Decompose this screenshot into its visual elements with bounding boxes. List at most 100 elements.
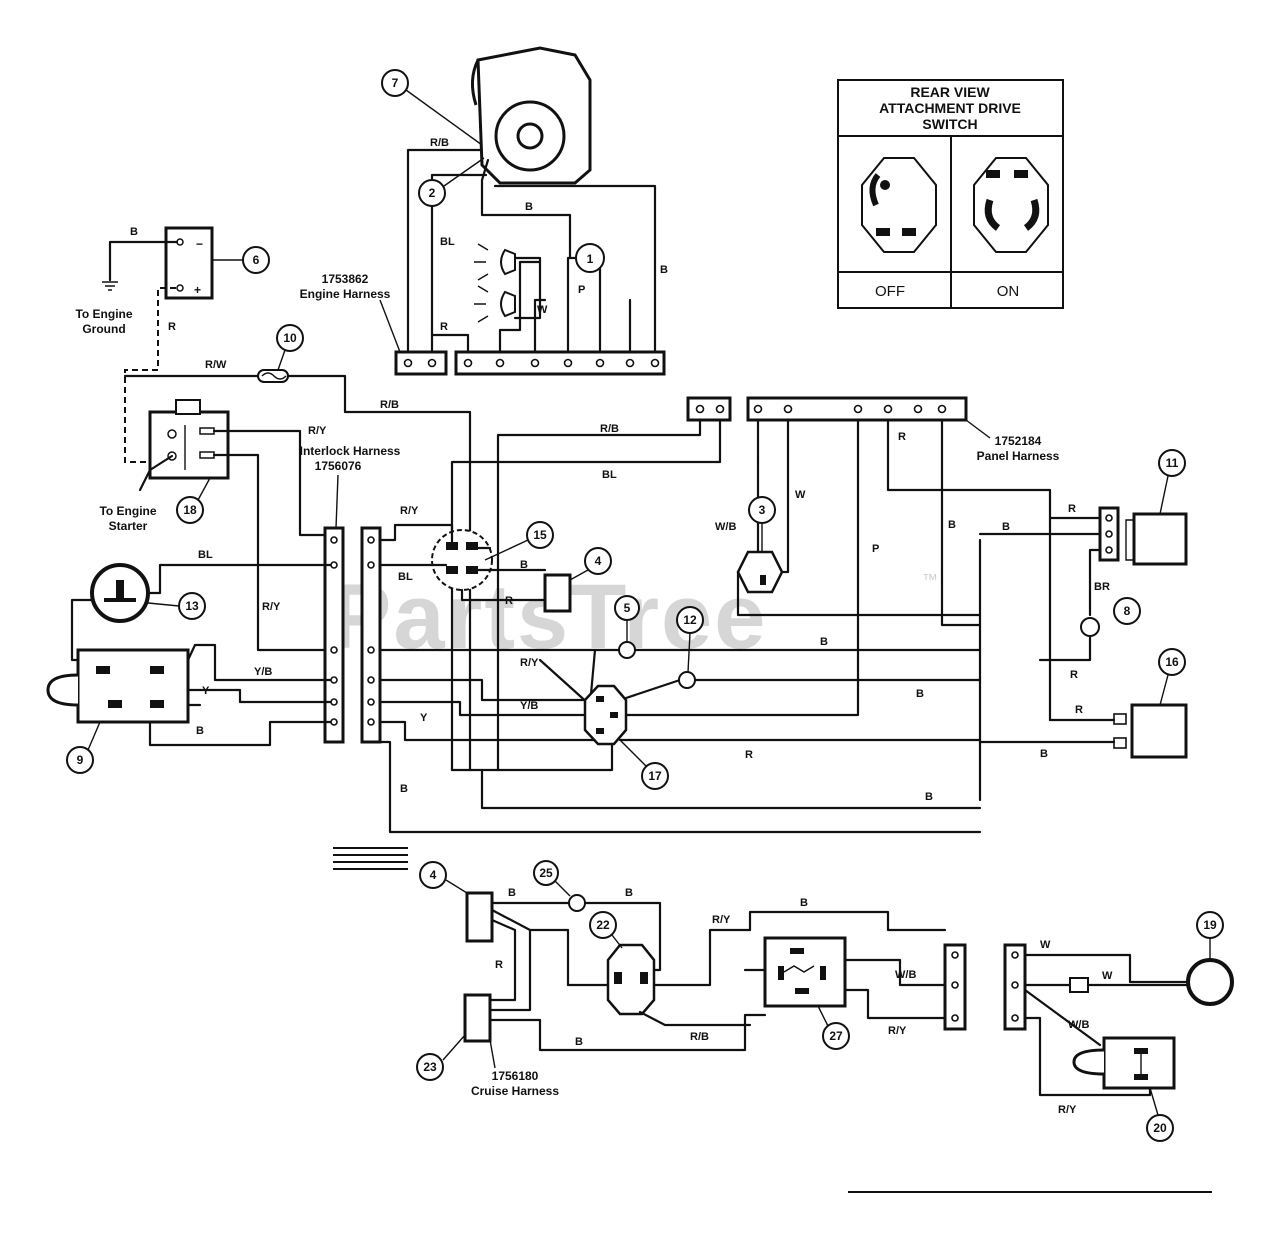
wire-label-ry-cruise2: R/Y [888,1025,907,1037]
callout-20: 20 [1153,1121,1167,1135]
wire-label-r-panel: R [898,431,906,443]
wire-label-rb-panel: R/B [600,423,619,435]
headlight-icon [474,243,542,323]
wire-label-b-batt: B [130,226,138,238]
reverse-switch-icon [583,684,628,746]
callout-16: 16 [1165,655,1179,669]
engine-harness-pins [403,358,660,368]
seat-switch-icon [736,550,784,594]
callout-4b: 4 [430,868,437,882]
wire-label-b-right1: B [948,519,956,531]
callout-27: 27 [829,1029,843,1043]
wire-label-rb-cruise: R/B [690,1031,709,1043]
callout-3: 3 [759,503,766,517]
wire-label-p-engine: P [578,284,585,296]
callout-11-circle [1158,449,1186,477]
wire-label-p-right: P [872,543,879,555]
rear-view-title-2: ATTACHMENT DRIVE [879,100,1021,116]
callout-10: 10 [283,331,297,345]
wire-label-ry-motor: R/Y [1058,1104,1077,1116]
callout-23: 23 [423,1060,437,1074]
callout-4a: 4 [595,554,602,568]
callout-19: 19 [1203,918,1217,932]
wire-label-wb-cruise: W/B [895,969,916,981]
callout-23-circle [416,1053,444,1081]
wire-label-b-right-engine: B [660,264,668,276]
wire-label-r-right2: R [1070,669,1078,681]
wire-label-bl-panel: BL [602,469,617,481]
callout-2: 2 [429,186,436,200]
wire-label-rb-engine: R/B [430,137,449,149]
on-label: ON [997,283,1020,300]
rear-view-title-1: REAR VIEW [910,84,990,100]
wire-label-w-motor1: W [1040,939,1051,951]
wire-label-b-cruise3: B [575,1036,583,1048]
callout-16-circle [1158,648,1186,676]
wire-label-b-cruise2: B [625,887,633,899]
callout-18: 18 [183,503,197,517]
starter-solenoid-icon [148,399,230,480]
wire-label-r-batt: R [168,321,176,333]
wire-label-r-right: R [1068,503,1076,515]
wire-label-y-left: Y [202,685,210,697]
attachment-switch-icon [431,529,493,591]
wire-label-b-left: B [196,725,204,737]
engine-icon [471,46,592,185]
wire-label-b-low: B [400,783,408,795]
wire-label-b-bottom: B [925,791,933,803]
callout-22: 22 [596,918,610,932]
callout-18-circle [176,496,204,524]
wire-label-r-light: R [1075,704,1083,716]
wire-label-yb-left: Y/B [254,666,272,678]
wire-label-b-mid1: B [820,636,828,648]
wire-label-yb-mid: Y/B [520,700,538,712]
interlock-harness-name: Interlock Harness [300,444,401,458]
callout-25: 25 [539,866,553,880]
callout-10-circle [276,324,304,352]
callout-9: 9 [77,753,84,767]
wire-label-r-harness: R [440,321,448,333]
callout-17: 17 [648,769,662,783]
callout-13: 13 [185,599,199,613]
callout-27-circle [822,1022,850,1050]
ammeter-icon [575,243,605,273]
off-label: OFF [875,283,905,300]
wire-label-r-mid: R [745,749,753,761]
switch-off-icon [861,157,937,253]
wire-label-ry-interlock: R/Y [400,505,419,517]
wire-label-bl-engine: BL [440,236,455,248]
engine-harness-number: 1753862 [322,272,369,286]
wire-label-b-right2: B [1002,521,1010,533]
wire-label-bl-interlock: BL [398,571,413,583]
callout-15: 15 [533,528,547,542]
callout-2-circle [418,179,446,207]
engine-harness-connector-b [454,350,666,376]
callout-6: 6 [253,253,260,267]
cruise-harness-name: Cruise Harness [471,1084,559,1098]
brake-switch-icon [1072,1036,1176,1090]
engine-starter-note-2: Starter [109,519,148,533]
engine-ground-note-1: To Engine [75,307,132,321]
pto-clutch-icon [543,573,572,613]
light-switch-icon [1132,512,1188,566]
callout-4b-circle [419,861,447,889]
interlock-harness-pins [330,536,375,726]
callout-12: 12 [683,613,697,627]
rear-light-icon [1130,703,1188,759]
wire-label-ry-mid: R/Y [520,657,539,669]
interlock-harness-number: 1756076 [315,459,362,473]
battery-minus: − [196,237,203,251]
cruise-switch-icon [606,943,656,1016]
inline-fuse-icon [1069,977,1089,993]
wire-label-w-seat: W [795,489,806,501]
wire-label-b-switch: B [520,559,528,571]
callout-17-circle [641,762,669,790]
pto-switch-icon [46,648,190,724]
wire-label-ry-left: R/Y [262,601,281,613]
diode-icon [1080,617,1100,637]
cruise-motor-icon [1186,958,1234,1006]
wire-label-rw: R/W [205,359,227,371]
callout-20-circle [1146,1114,1174,1142]
wire-label-ry-solenoid: R/Y [308,425,327,437]
watermark-trademark: ™ [922,572,938,589]
